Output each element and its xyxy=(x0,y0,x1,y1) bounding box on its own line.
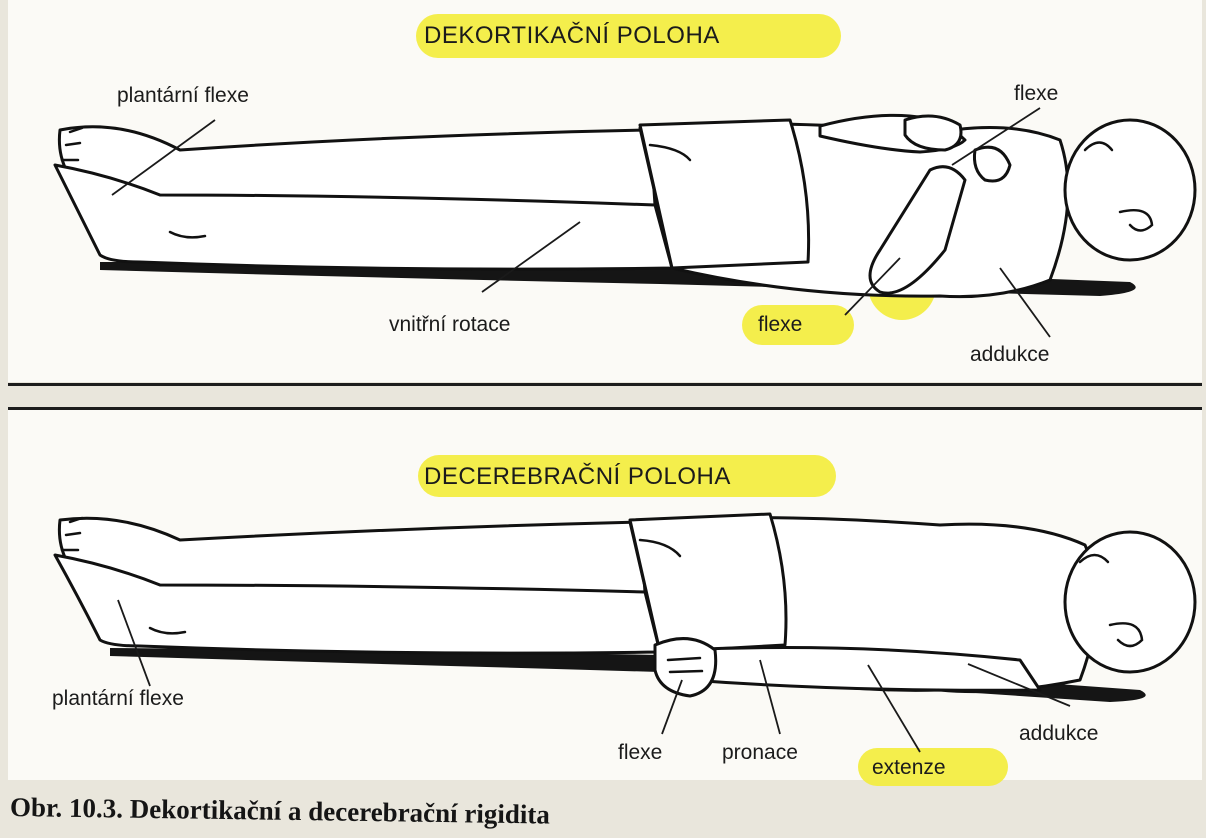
decorticate-figure xyxy=(55,115,1195,296)
label-arm-flexion: flexe xyxy=(1014,82,1058,106)
label-plantar-flexion: plantární flexe xyxy=(117,84,249,108)
label-elbow-flexion: flexe xyxy=(758,313,802,337)
label-hand-flexion: flexe xyxy=(618,741,662,765)
label-adduction: addukce xyxy=(1019,722,1098,746)
label-adduction: addukce xyxy=(970,343,1049,367)
label-extension: extenze xyxy=(872,756,946,780)
label-pronation: pronace xyxy=(722,741,798,765)
label-plantar-flexion: plantární flexe xyxy=(52,687,184,711)
decerebrate-figure xyxy=(55,514,1195,702)
label-internal-rotation: vnitřní rotace xyxy=(389,313,510,337)
decorticate-title: DEKORTIKAČNÍ POLOHA xyxy=(424,22,720,50)
decerebrate-title: DECEREBRAČNÍ POLOHA xyxy=(424,463,731,491)
